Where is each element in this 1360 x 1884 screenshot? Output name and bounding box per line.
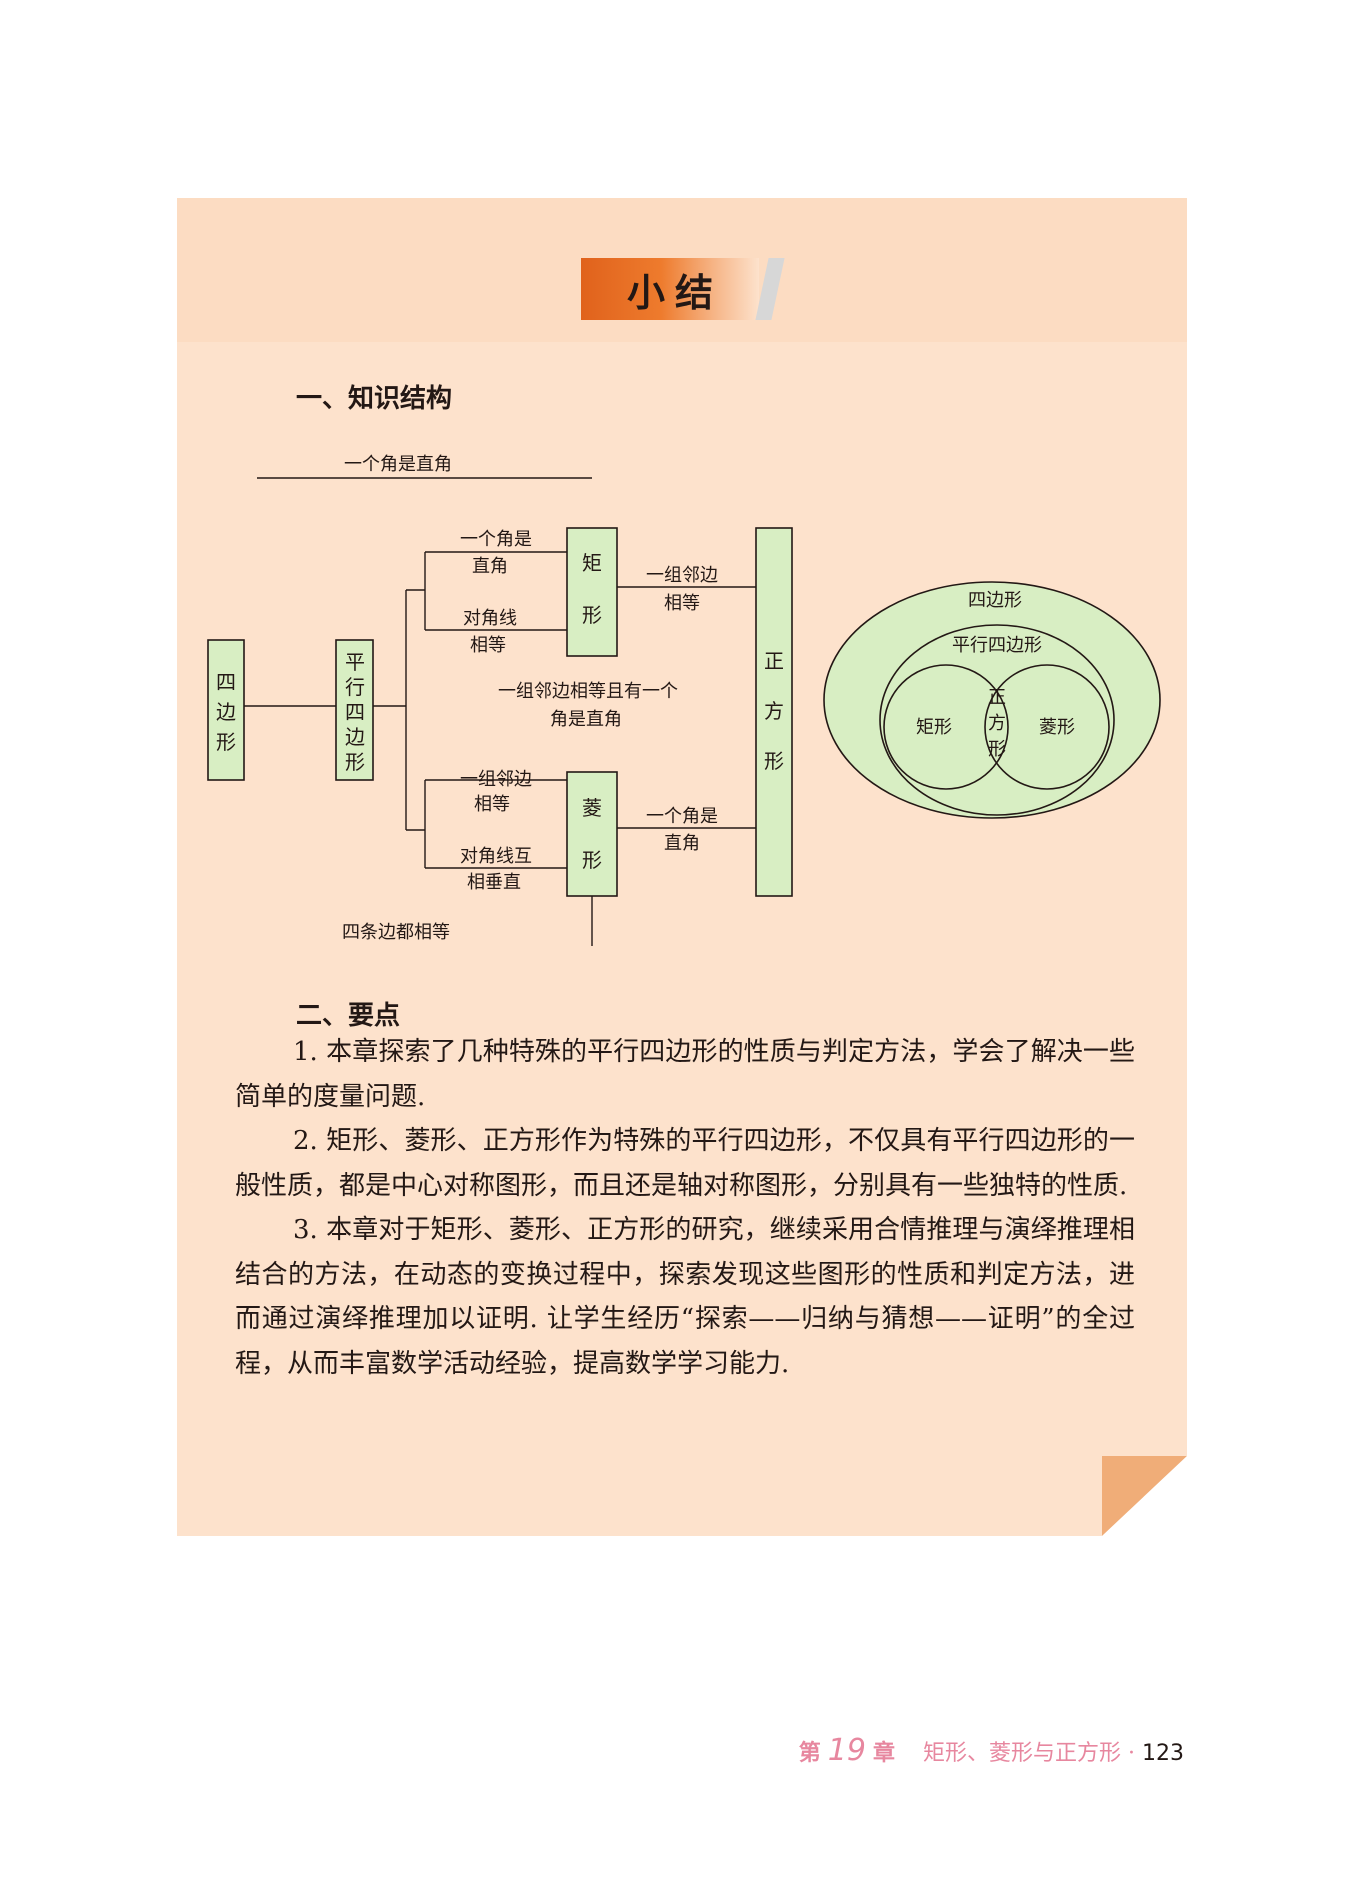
rect-cond1-line2: 直角	[472, 556, 508, 577]
knowledge-structure-diagram: 一个角是直角 四 边 形 平 行 四 边 形 矩 形 菱 形 正 方 形 一个角…	[207, 454, 1161, 946]
chapter-number: 19	[827, 1733, 866, 1768]
para-char-2: 行	[345, 675, 365, 699]
rhom-cond2-line1: 对角线互	[460, 846, 532, 867]
chapter-title: 矩形、菱形与正方形	[922, 1741, 1121, 1766]
rect-square-cond-line2: 相等	[664, 593, 700, 614]
rect-cond1-line1: 一个角是	[460, 529, 532, 550]
para-char-5: 形	[345, 750, 365, 774]
rect-cond2-line1: 对角线	[463, 608, 517, 629]
section-heading-key-points: 二、要点	[296, 1001, 401, 1031]
square-char-1: 正	[764, 649, 784, 673]
rhom-char-1: 菱	[582, 796, 602, 820]
quad-char-1: 四	[216, 670, 236, 694]
page-number: 123	[1142, 1741, 1184, 1766]
rect-char-1: 矩	[582, 551, 602, 575]
footer-separator: ·	[1128, 1741, 1135, 1766]
venn-rectangle	[883, 664, 1009, 790]
venn-parallelogram	[879, 624, 1115, 816]
key-points: 1. 本章探索了几种特殊的平行四边形的性质与判定方法，学会了解决一些简单的度量问…	[235, 1030, 1135, 1386]
top-label: 一个角是直角	[344, 454, 452, 475]
square-box	[755, 527, 793, 897]
parallelogram-box	[335, 639, 374, 781]
page-footer: 第 19 章 矩形、菱形与正方形 · 123	[799, 1733, 1184, 1768]
square-char-3: 形	[764, 749, 784, 773]
venn-outer-label: 四边形	[968, 590, 1022, 611]
venn-middle-label: 平行四边形	[952, 635, 1042, 656]
venn-center-char-3: 形	[988, 739, 1006, 760]
square-char-2: 方	[764, 699, 784, 723]
rhombus-box	[566, 771, 618, 897]
rectangle-box	[566, 527, 618, 657]
venn-left-label: 矩形	[916, 717, 952, 738]
key-point-3: 3. 本章对于矩形、菱形、正方形的研究，继续采用合情推理与演绎推理相结合的方法，…	[235, 1215, 1135, 1379]
quad-char-2: 边	[216, 700, 236, 724]
venn-center-char-2: 方	[988, 713, 1006, 734]
rhom-cond1-line2: 相等	[474, 794, 510, 815]
para-char-4: 边	[345, 725, 365, 749]
section-heading-structure: 一、知识结构	[296, 384, 453, 414]
key-point-2: 2. 矩形、菱形、正方形作为特殊的平行四边形，不仅具有平行四边形的一般性质，都是…	[235, 1126, 1135, 1201]
rect-char-2: 形	[582, 603, 602, 627]
chapter-prefix: 第	[798, 1741, 821, 1766]
rhom-cond1-line1: 一组邻边	[460, 769, 532, 790]
summary-panel: 小结	[177, 198, 1187, 1536]
middle-cond-line1: 一组邻边相等且有一个	[498, 681, 678, 702]
venn-center-char-1: 正	[988, 687, 1006, 708]
middle-cond-line2: 角是直角	[550, 709, 622, 730]
title-banner: 小结	[581, 258, 759, 320]
venn-right-label: 菱形	[1039, 717, 1075, 738]
quadrilateral-box	[207, 639, 245, 781]
para-char-3: 四	[345, 700, 365, 724]
chapter-suffix: 章	[872, 1741, 895, 1766]
para-char-1: 平	[345, 650, 365, 674]
rhom-square-cond-line2: 直角	[664, 833, 700, 854]
venn-rhombus	[984, 664, 1110, 790]
page-title: 小结	[626, 270, 723, 315]
rhom-cond2-line2: 相垂直	[467, 872, 521, 893]
bottom-label: 四条边都相等	[342, 922, 450, 943]
rhom-square-cond-line1: 一个角是	[646, 806, 718, 827]
rhom-char-2: 形	[582, 848, 602, 872]
rect-cond2-line2: 相等	[470, 635, 506, 656]
quad-char-3: 形	[216, 730, 236, 754]
key-point-1: 1. 本章探索了几种特殊的平行四边形的性质与判定方法，学会了解决一些简单的度量问…	[235, 1037, 1135, 1112]
rect-square-cond-line1: 一组邻边	[646, 565, 718, 586]
